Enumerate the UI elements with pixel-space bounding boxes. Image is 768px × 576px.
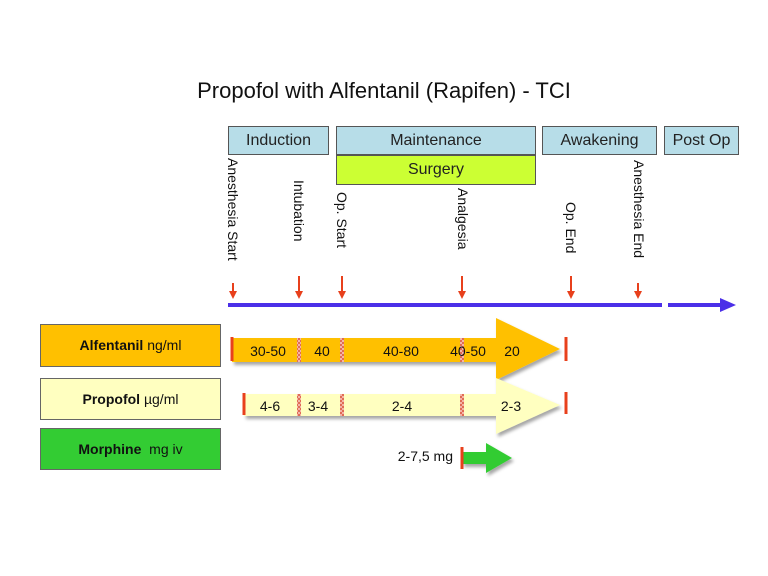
propofol-dose-maintenance: 2-4 (392, 398, 412, 414)
morphine-name: Morphine (78, 441, 142, 457)
event-label-anesthesia-start: Anesthesia Start (225, 158, 241, 261)
phase-maintenance: Maintenance (336, 126, 536, 155)
propofol-unit: µg/ml (143, 391, 179, 407)
event-label-op-start: Op. Start (334, 192, 350, 248)
event-label-analgesia: Analgesia (455, 188, 471, 250)
phase-induction-label: Induction (246, 132, 311, 149)
event-label-op-end: Op. End (563, 202, 579, 253)
phase-awakening: Awakening (542, 126, 657, 155)
phase-awakening-label: Awakening (560, 132, 639, 149)
alfentanil-name: Alfentanil (79, 337, 144, 353)
alfentanil-dose-intubation: 40 (314, 343, 330, 359)
event-label-anesthesia-end: Anesthesia End (631, 160, 647, 258)
propofol-separator-3 (460, 394, 464, 416)
alfentanil-dose-end: 20 (504, 343, 520, 359)
morphine-arrow (462, 443, 512, 473)
phase-surgery-label: Surgery (407, 161, 465, 178)
alfentanil-separator-3 (460, 338, 464, 362)
propofol-dose-induction: 4-6 (260, 398, 280, 414)
alfentanil-dose-induction: 30-50 (250, 343, 286, 359)
propofol-dose-end: 2-3 (501, 398, 521, 414)
propofol-separator-1 (297, 394, 301, 416)
drug-box-morphine: Morphine mg iv (40, 428, 221, 470)
propofol-dose-intubation: 3-4 (308, 398, 328, 414)
propofol-arrow (244, 378, 560, 434)
alfentanil-arrow (232, 318, 560, 380)
propofol-separator-2 (340, 394, 344, 416)
phase-maintenance-label: Maintenance (390, 132, 482, 149)
phase-induction: Induction (228, 126, 329, 155)
alfentanil-dose-maintenance: 40-80 (383, 343, 419, 359)
diagram-title: Propofol with Alfentanil (Rapifen) - TCI (197, 78, 571, 103)
drug-box-propofol: Propofol µg/ml (40, 378, 221, 420)
alfentanil-separator-2 (340, 338, 344, 362)
phase-surgery: Surgery (336, 155, 536, 185)
alfentanil-dose-analgesia: 40-50 (450, 343, 486, 359)
alfentanil-unit: ng/ml (147, 337, 182, 353)
alfentanil-separator-1 (297, 338, 301, 362)
event-label-intubation: Intubation (291, 180, 307, 242)
morphine-unit: mg iv (149, 441, 183, 457)
phase-postop-label: Post Op (672, 132, 731, 149)
propofol-name: Propofol (82, 391, 141, 407)
morphine-dose: 2-7,5 mg (398, 448, 453, 464)
drug-box-alfentanil: Alfentanil ng/ml (40, 324, 221, 367)
timeline-arrowhead (720, 298, 736, 312)
phase-postop: Post Op (664, 126, 739, 155)
